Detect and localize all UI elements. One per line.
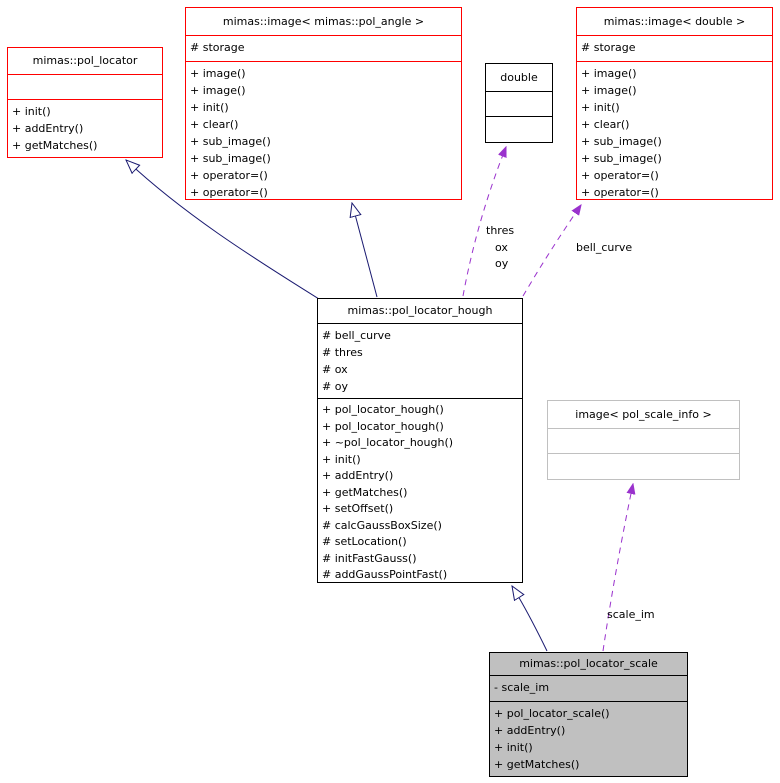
method-row: + pol_locator_hough() xyxy=(322,419,444,433)
class-title: mimas::pol_locator xyxy=(32,54,138,67)
edge-label-scale-im: scale_im xyxy=(607,608,655,621)
class-box-pol-locator[interactable]: mimas::pol_locator + init() + addEntry()… xyxy=(7,47,163,158)
methods-compartment: + image() + image() + init() + clear() +… xyxy=(186,61,461,199)
class-box-image-double[interactable]: mimas::image< double > # storage + image… xyxy=(576,7,773,200)
attributes-compartment: - scale_im xyxy=(490,675,687,701)
method-row: + init() xyxy=(581,101,620,114)
method-row: + image() xyxy=(581,67,637,80)
class-title: mimas::image< mimas::pol_angle > xyxy=(222,15,425,28)
method-row: + getMatches() xyxy=(322,485,408,499)
method-row: + image() xyxy=(581,84,637,97)
methods-compartment: + init() + addEntry() + getMatches() xyxy=(8,99,162,157)
method-row: + addEntry() xyxy=(12,122,84,135)
usage-edge-hough-to-double xyxy=(462,147,506,297)
attributes-compartment xyxy=(548,428,739,453)
method-row: + operator=() xyxy=(581,169,659,182)
method-row: + sub_image() xyxy=(581,152,662,165)
class-title: double xyxy=(500,71,538,84)
attributes-compartment: # storage xyxy=(186,35,461,61)
usage-edge-hough-to-image-double xyxy=(522,205,581,297)
method-row: + operator=() xyxy=(190,169,268,182)
edge-label-bell-curve: bell_curve xyxy=(576,241,633,254)
method-row: # initFastGauss() xyxy=(322,551,417,565)
edge-label-thres: thres xyxy=(486,224,515,237)
class-title: mimas::image< double > xyxy=(603,15,746,28)
method-row: + clear() xyxy=(581,118,630,131)
class-box-pol-locator-hough[interactable]: mimas::pol_locator_hough # bell_curve # … xyxy=(317,298,523,583)
method-row: + init() xyxy=(12,105,51,118)
methods-compartment: + pol_locator_scale() + addEntry() + ini… xyxy=(490,701,687,776)
attribute-row: # storage xyxy=(190,41,245,54)
method-row: + addEntry() xyxy=(322,469,394,482)
attributes-compartment: # storage xyxy=(577,35,772,61)
methods-compartment xyxy=(486,116,552,142)
edge-label-oy: oy xyxy=(495,257,509,270)
class-box-double[interactable]: double xyxy=(485,63,553,143)
attributes-compartment xyxy=(486,91,552,116)
class-box-pol-locator-scale[interactable]: mimas::pol_locator_scale - scale_im + po… xyxy=(489,652,688,777)
method-row: + image() xyxy=(190,67,246,80)
methods-compartment xyxy=(548,453,739,479)
edge-label-ox: ox xyxy=(495,241,508,254)
method-row: + init() xyxy=(190,101,229,114)
method-row: + clear() xyxy=(190,118,239,131)
class-box-image-pol-scale-info[interactable]: image< pol_scale_info > xyxy=(547,400,740,480)
method-row: + sub_image() xyxy=(190,152,271,165)
class-title: mimas::pol_locator_scale xyxy=(519,657,658,670)
method-row: # setLocation() xyxy=(322,535,407,548)
class-title: image< pol_scale_info > xyxy=(575,408,712,421)
method-row: + getMatches() xyxy=(494,758,580,771)
method-row: + getMatches() xyxy=(12,139,98,152)
method-row: + addEntry() xyxy=(494,724,566,737)
method-row: + image() xyxy=(190,84,246,97)
method-row: + pol_locator_scale() xyxy=(494,707,610,720)
method-row: + ~pol_locator_hough() xyxy=(322,436,454,449)
method-row: + operator=() xyxy=(581,186,659,199)
attribute-row: # bell_curve xyxy=(322,329,391,342)
method-row: + setOffset() xyxy=(322,502,394,515)
method-row: # calcGaussBoxSize() xyxy=(322,518,442,532)
method-row: + init() xyxy=(494,741,533,754)
class-box-image-pol-angle[interactable]: mimas::image< mimas::pol_angle > # stora… xyxy=(185,7,462,200)
attribute-row: # ox xyxy=(322,363,348,376)
attribute-row: - scale_im xyxy=(494,681,550,694)
method-row: + pol_locator_hough() xyxy=(322,403,444,416)
attributes-compartment xyxy=(8,74,162,99)
attributes-compartment: # bell_curve # thres # ox # oy xyxy=(318,323,522,398)
inheritance-edge-scale-to-hough xyxy=(512,586,548,652)
method-row: + sub_image() xyxy=(190,135,271,148)
class-title: mimas::pol_locator_hough xyxy=(347,304,493,317)
methods-compartment: + pol_locator_hough() + pol_locator_houg… xyxy=(318,398,522,582)
inheritance-edge-hough-to-image-pol-angle xyxy=(352,203,378,298)
attribute-row: # thres xyxy=(322,346,363,359)
usage-edge-scale-to-image-pol-scale-info xyxy=(602,484,633,652)
attribute-row: # oy xyxy=(322,380,348,393)
method-row: # addGaussPointFast() xyxy=(322,568,448,581)
attribute-row: # storage xyxy=(581,41,636,54)
methods-compartment: + image() + image() + init() + clear() +… xyxy=(577,61,772,199)
method-row: + init() xyxy=(322,452,361,466)
method-row: + operator=() xyxy=(190,186,268,199)
method-row: + sub_image() xyxy=(581,135,662,148)
